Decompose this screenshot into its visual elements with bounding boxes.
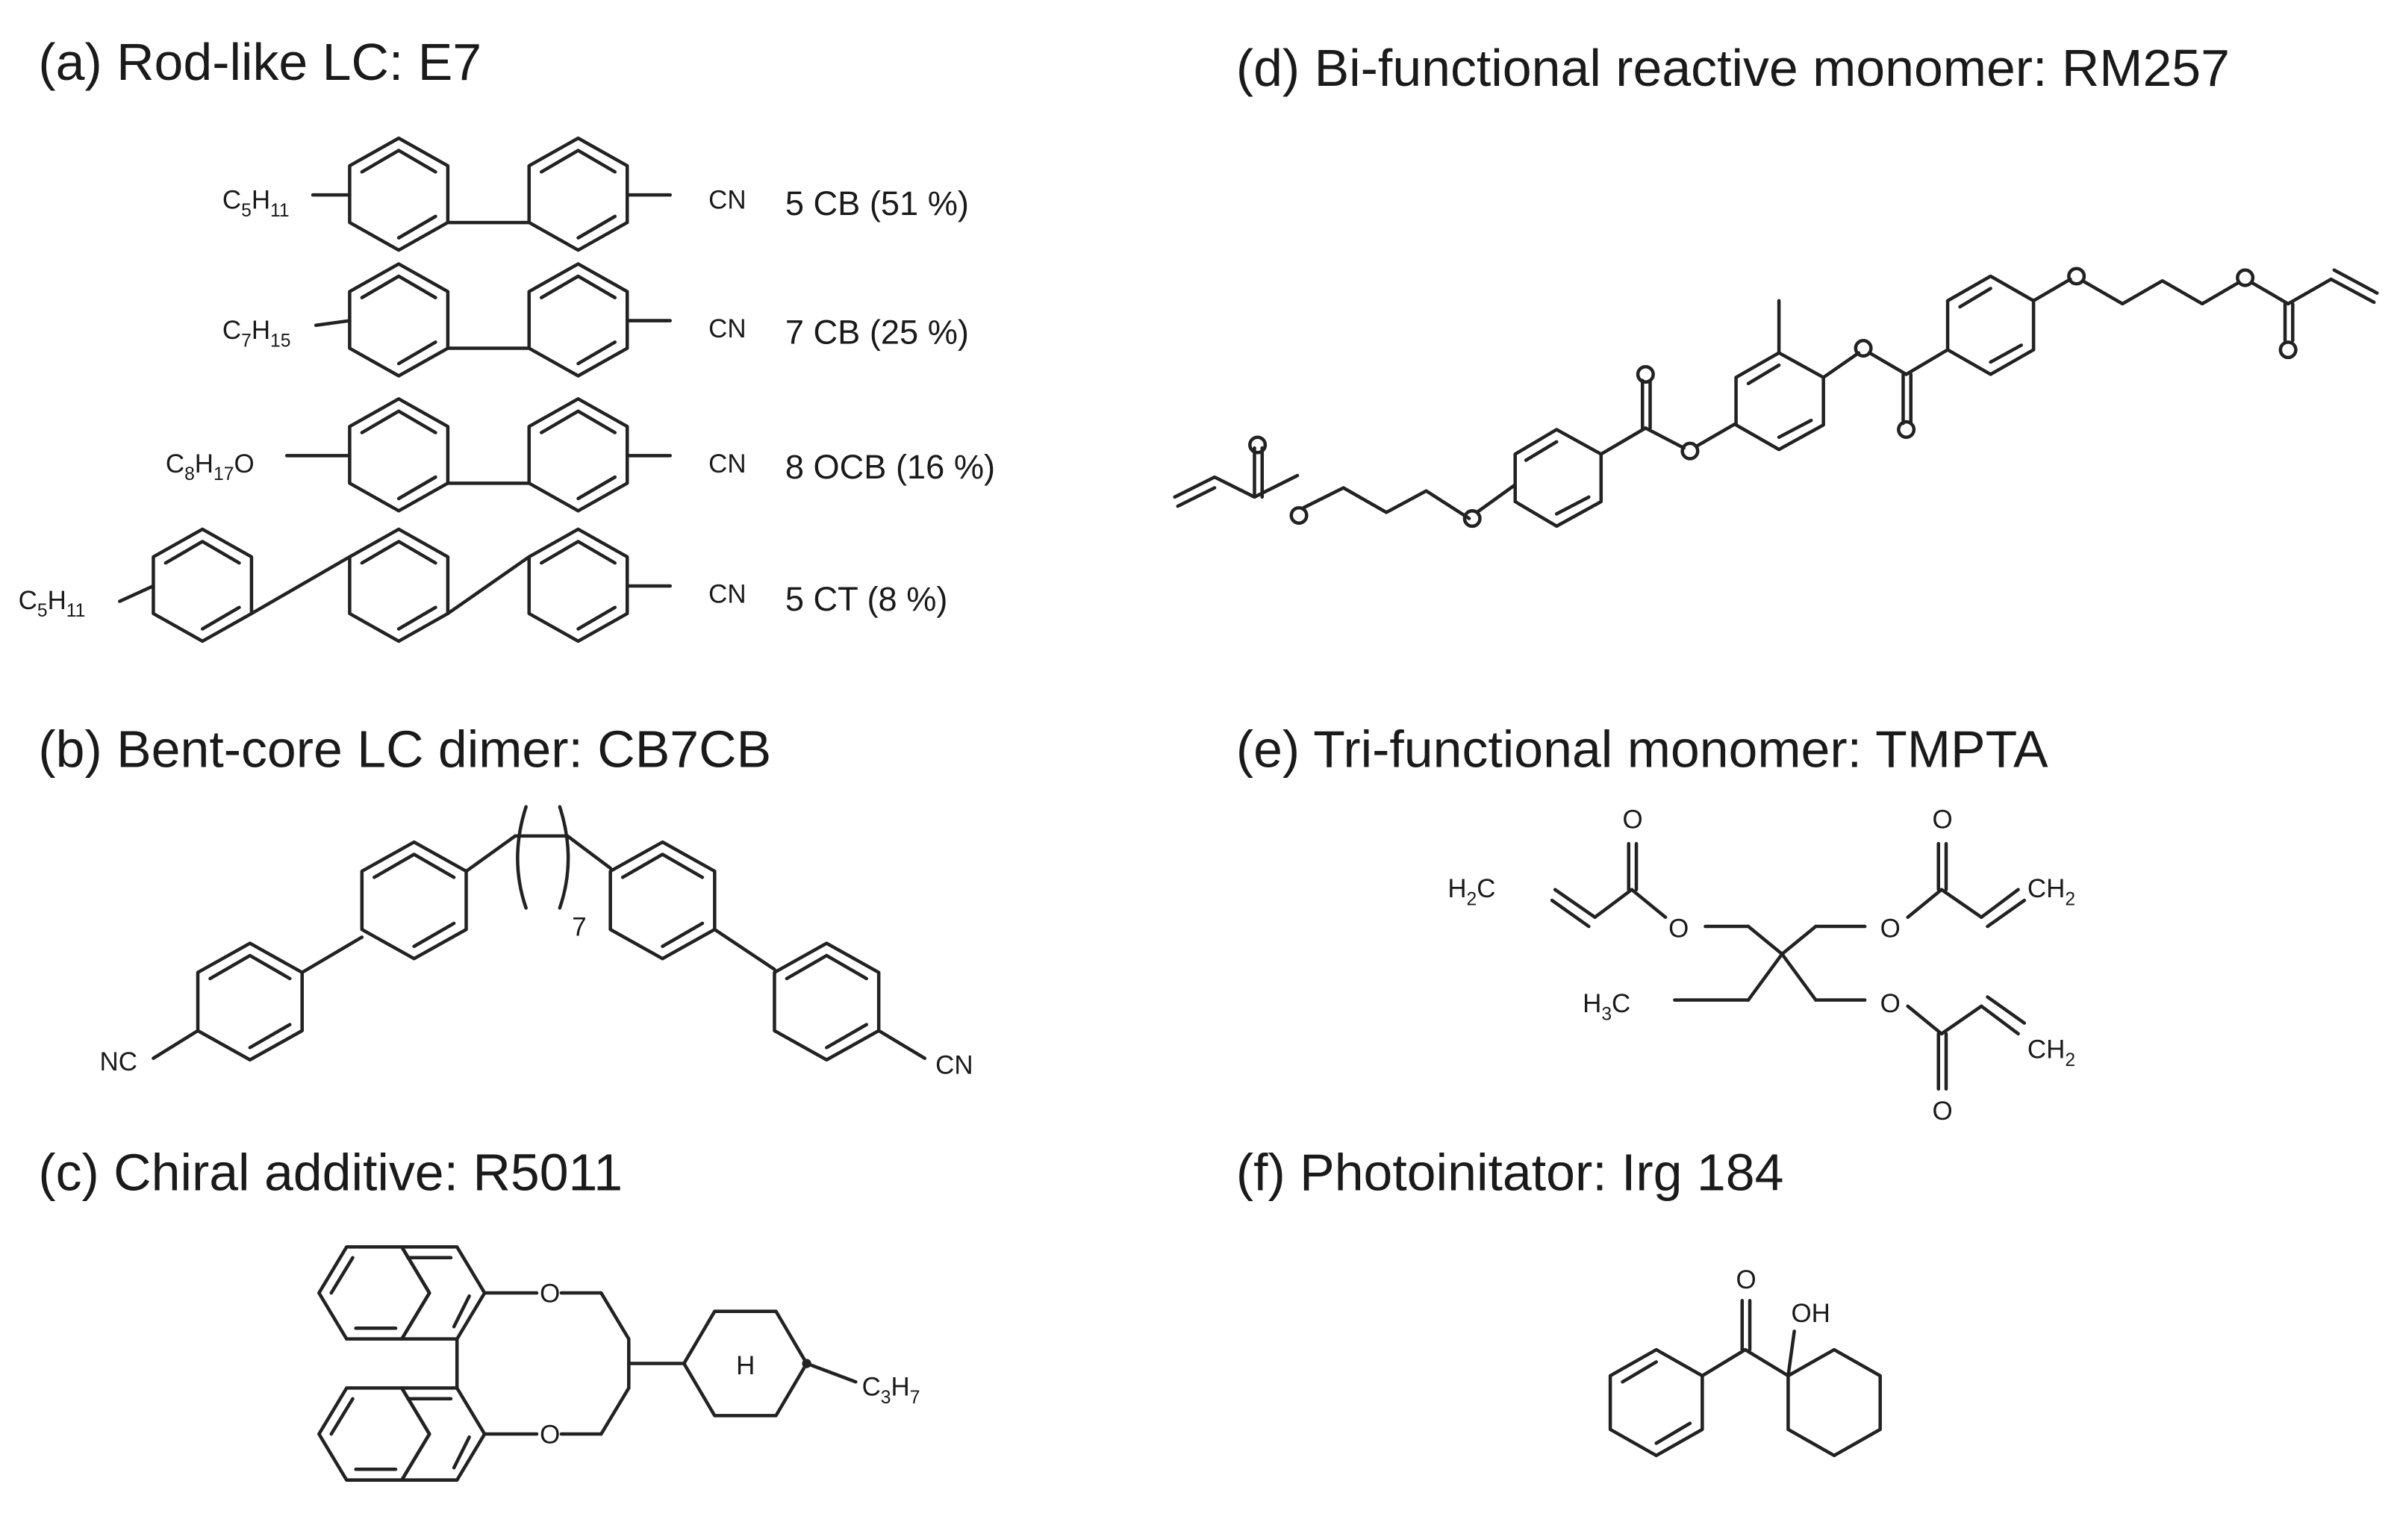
cyclohexane-ring bbox=[1786, 1347, 1882, 1458]
naphthalene-ring bbox=[317, 1245, 431, 1341]
panel-b: (b) Bent-core LC dimer: CB7CB NC 7 bbox=[38, 720, 973, 1079]
cyano-label: CN bbox=[708, 580, 746, 609]
benzene-ring bbox=[152, 527, 254, 643]
molecule-rm257 bbox=[1173, 266, 2379, 529]
carbonyl-oxygen-label: O bbox=[1623, 805, 1643, 835]
molecule-r5011: O O H C3H7 bbox=[317, 1245, 920, 1482]
naphthalene-ring bbox=[317, 1386, 431, 1482]
nitrile-left-label: NC bbox=[100, 1047, 137, 1076]
panel-c: (c) Chiral additive: R5011 O O bbox=[38, 1143, 920, 1482]
compound-label: 8 OCB (16 %) bbox=[785, 448, 995, 486]
terphenyl-bond bbox=[249, 555, 352, 616]
substituent-label: C5H11 bbox=[222, 186, 290, 221]
ether-oxygen bbox=[1462, 509, 1482, 529]
panel-e-title: (e) Tri-functional monomer: TMPTA bbox=[1236, 720, 2048, 778]
ester-oxygen bbox=[1289, 505, 1309, 526]
ketone-oxygen-label: O bbox=[1736, 1265, 1757, 1294]
cyano-label: CN bbox=[708, 449, 746, 478]
ester-oxygen-label: O bbox=[1880, 914, 1901, 943]
nitrile-right-label: CN bbox=[935, 1050, 973, 1079]
panel-d-title: (d) Bi-functional reactive monomer: RM25… bbox=[1236, 39, 2230, 97]
panel-e: (e) Tri-functional monomer: TMPTA O O H2… bbox=[1236, 720, 2075, 1126]
methyl-label: H3C bbox=[1583, 989, 1630, 1024]
cyclohexane-ring bbox=[682, 1309, 808, 1418]
naphthalene-ring bbox=[399, 1245, 487, 1341]
panel-a: (a) Rod-like LC: E7 C5H11 CN 5 CB (51 %) bbox=[19, 33, 995, 643]
molecule-tmpta: O O H2C O O CH2 H3C O bbox=[1447, 805, 2075, 1126]
ester-oxygen bbox=[2236, 268, 2255, 287]
stereo-dot bbox=[802, 1359, 811, 1368]
ester-oxygen bbox=[1854, 339, 1873, 358]
ester-oxygen bbox=[1680, 441, 1700, 461]
oxygen-bottom-label: O bbox=[540, 1420, 560, 1449]
molecule-5ct: C5H11 CN 5 CT (8 %) bbox=[19, 527, 948, 643]
ether-oxygen bbox=[2067, 266, 2086, 286]
methylene-right-bottom-label: CH2 bbox=[2027, 1035, 2075, 1070]
benzene-ring bbox=[360, 840, 468, 961]
ester-oxygen-label: O bbox=[1880, 989, 1901, 1018]
ester-oxygen-label: O bbox=[1668, 914, 1689, 943]
spacer-count: 7 bbox=[572, 912, 586, 941]
naphthalene-ring bbox=[399, 1386, 487, 1482]
benzene-ring bbox=[348, 527, 450, 643]
spacer-bracket-right bbox=[558, 805, 570, 910]
spacer-bracket-left bbox=[516, 805, 528, 910]
cyano-label: CN bbox=[708, 314, 746, 343]
panel-d: (d) Bi-functional reactive monomer: RM25… bbox=[1173, 39, 2379, 529]
panel-c-title: (c) Chiral additive: R5011 bbox=[38, 1143, 623, 1201]
panel-b-title: (b) Bent-core LC dimer: CB7CB bbox=[38, 720, 771, 778]
carbonyl-oxygen bbox=[2278, 340, 2298, 360]
molecule-5cb: C5H11 CN 5 CB (51 %) bbox=[222, 136, 969, 252]
cyano-label: CN bbox=[708, 186, 746, 215]
carbonyl-oxygen bbox=[1636, 364, 1655, 384]
compound-label: 7 CB (25 %) bbox=[785, 313, 969, 351]
molecule-irg184: O OH bbox=[1608, 1265, 1882, 1458]
cyclohexane-h-label: H bbox=[736, 1351, 755, 1380]
terphenyl-bond bbox=[446, 555, 532, 616]
benzene-ring bbox=[1945, 274, 2036, 376]
benzene-ring bbox=[527, 397, 629, 513]
benzene-ring bbox=[773, 941, 881, 1062]
benzene-ring bbox=[348, 262, 450, 378]
carbonyl-oxygen-label: O bbox=[1933, 805, 1953, 835]
benzene-ring bbox=[1608, 1347, 1704, 1458]
compound-label: 5 CB (51 %) bbox=[785, 184, 969, 222]
oxygen-top-label: O bbox=[540, 1279, 560, 1308]
benzene-ring bbox=[527, 262, 629, 378]
benzene-ring bbox=[348, 397, 450, 513]
molecule-7cb: C7H15 CN 7 CB (25 %) bbox=[222, 262, 969, 378]
compound-label: 5 CT (8 %) bbox=[785, 580, 948, 618]
panel-a-title: (a) Rod-like LC: E7 bbox=[38, 33, 481, 91]
substituent-label: C5H11 bbox=[19, 586, 86, 621]
benzene-ring bbox=[196, 941, 304, 1062]
benzene-ring bbox=[527, 136, 629, 252]
benzene-ring bbox=[608, 840, 717, 961]
panel-f-title: (f) Photoinitator: Irg 184 bbox=[1236, 1143, 1784, 1201]
hydroxyl-label: OH bbox=[1792, 1299, 1830, 1328]
substituent-label: C7H15 bbox=[222, 316, 291, 351]
propyl-label: C3H7 bbox=[862, 1373, 920, 1408]
methylene-right-top-label: CH2 bbox=[2027, 874, 2075, 909]
carbonyl-oxygen bbox=[1248, 435, 1268, 455]
substituent-label: C8H17O bbox=[166, 449, 255, 484]
benzene-ring bbox=[348, 136, 450, 252]
carbonyl-oxygen bbox=[1897, 420, 1916, 439]
panel-f: (f) Photoinitator: Irg 184 O OH bbox=[1236, 1143, 1882, 1458]
molecule-cb7cb: NC 7 CN bbox=[100, 805, 973, 1079]
benzene-ring bbox=[527, 527, 629, 643]
molecule-8ocb: C8H17O CN 8 OCB (16 %) bbox=[166, 397, 995, 513]
carbonyl-oxygen-label: O bbox=[1933, 1097, 1953, 1126]
methylene-left-label: H2C bbox=[1447, 874, 1495, 909]
